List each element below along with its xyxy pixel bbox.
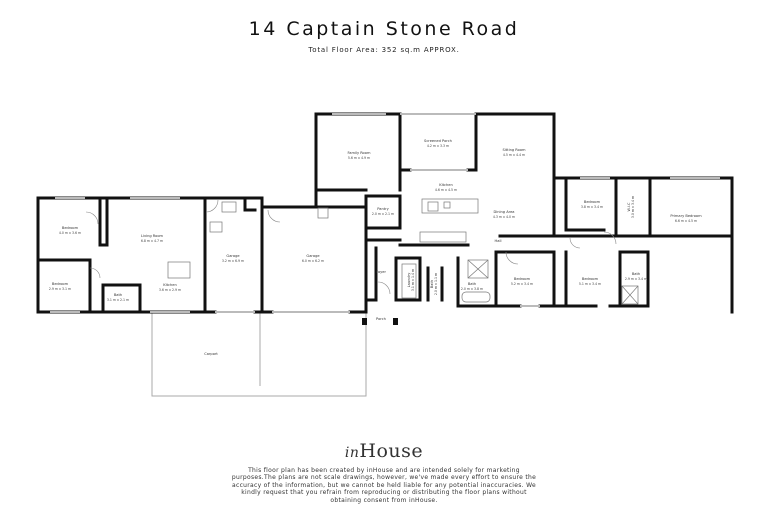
- dims-family-room: 5.6 m x 4.9 m: [348, 156, 370, 160]
- label-garage-small: Garage: [226, 254, 240, 258]
- label-bedroom-mid: Bedroom: [514, 277, 531, 281]
- label-carport: Carport: [204, 352, 218, 356]
- door-swings: [85, 199, 617, 295]
- dims-laundry: 3.1 m x 1.4 m: [411, 269, 415, 291]
- dims-bedroom-east: 5.1 m x 3.4 m: [579, 282, 601, 286]
- label-pantry: Pantry: [377, 207, 389, 211]
- label-bath-small: Bath: [430, 280, 434, 288]
- label-bedroom-ne: Bedroom: [584, 200, 601, 204]
- dims-garage-large: 6.0 m x 6.2 m: [302, 259, 324, 263]
- dims-pantry: 2.0 m x 2.1 m: [372, 212, 394, 216]
- property-title: 14 Captain Stone Road: [248, 18, 520, 40]
- label-bedroom-east: Bedroom: [582, 277, 599, 281]
- dims-screened-porch: 4.2 m x 3.3 m: [427, 144, 449, 148]
- porch-post-left: [362, 318, 367, 325]
- label-screened-porch: Screened Porch: [424, 139, 452, 143]
- dims-bedroom-nw: 4.0 m x 3.6 m: [59, 231, 81, 235]
- dims-dining-area: 4.3 m x 4.0 m: [493, 215, 515, 219]
- dims-primary-bedroom: 6.6 m x 4.5 m: [675, 219, 697, 223]
- dims-kitchen-west: 3.6 m x 2.9 m: [159, 288, 181, 292]
- brand-logo: inHouse: [0, 440, 768, 462]
- label-hall: Hall: [495, 239, 502, 243]
- windows: [50, 113, 720, 313]
- label-wic: W.I.C: [627, 202, 631, 211]
- dims-bath-mid: 2.0 m x 3.8 m: [461, 287, 483, 291]
- dims-bath-west: 3.1 m x 2.1 m: [107, 298, 129, 302]
- label-kitchen-main: Kitchen: [439, 183, 453, 187]
- label-kitchen-west: Kitchen: [163, 283, 177, 287]
- label-sitting-room: Sitting Room: [502, 148, 526, 152]
- carport-outline: [151, 311, 367, 397]
- label-living-room: Living Room: [141, 234, 164, 238]
- label-garage-large: Garage: [306, 254, 320, 258]
- dims-bedroom-mid: 5.2 m x 3.4 m: [511, 282, 533, 286]
- label-bath-west: Bath: [114, 293, 122, 297]
- label-foyer: Foyer: [376, 270, 386, 274]
- dims-wic: 3.0 m x 3.4 m: [631, 196, 635, 218]
- fixtures: [167, 198, 639, 305]
- label-dining-area: Dining Area: [493, 210, 514, 214]
- dims-bath-east: 2.9 m x 3.4 m: [625, 277, 647, 281]
- room-labels: Bedroom 4.0 m x 3.6 m Bedroom 2.9 m x 3.…: [49, 139, 702, 356]
- label-family-room: Family Room: [348, 151, 371, 155]
- dims-garage-small: 3.2 m x 6.9 m: [222, 259, 244, 263]
- label-porch: Porch: [376, 317, 386, 321]
- label-bath-east: Bath: [632, 272, 640, 276]
- dims-bedroom-ne: 3.8 m x 3.4 m: [581, 205, 603, 209]
- label-bedroom-sw: Bedroom: [52, 282, 69, 286]
- dims-bedroom-sw: 2.9 m x 3.1 m: [49, 287, 71, 291]
- dims-sitting-room: 4.5 m x 4.4 m: [503, 153, 525, 157]
- label-bedroom-nw: Bedroom: [62, 226, 79, 230]
- brand-name: House: [359, 440, 424, 462]
- total-floor-area: Total Floor Area: 352 sq.m APPROX.: [308, 46, 460, 54]
- disclaimer-text: This floor plan has been created by inHo…: [231, 467, 537, 504]
- dims-bath-small: 2.0 m x 1.1 m: [434, 273, 438, 295]
- walls: [36, 112, 734, 314]
- porch-post-right: [393, 318, 398, 325]
- dims-living-room: 6.8 m x 4.7 m: [141, 239, 163, 243]
- dims-kitchen-main: 4.6 m x 4.5 m: [435, 188, 457, 192]
- label-primary-bedroom: Primary Bedroom: [670, 214, 702, 218]
- label-bath-mid: Bath: [468, 282, 476, 286]
- label-laundry: Laundry: [407, 272, 411, 288]
- brand-script: in: [344, 445, 360, 461]
